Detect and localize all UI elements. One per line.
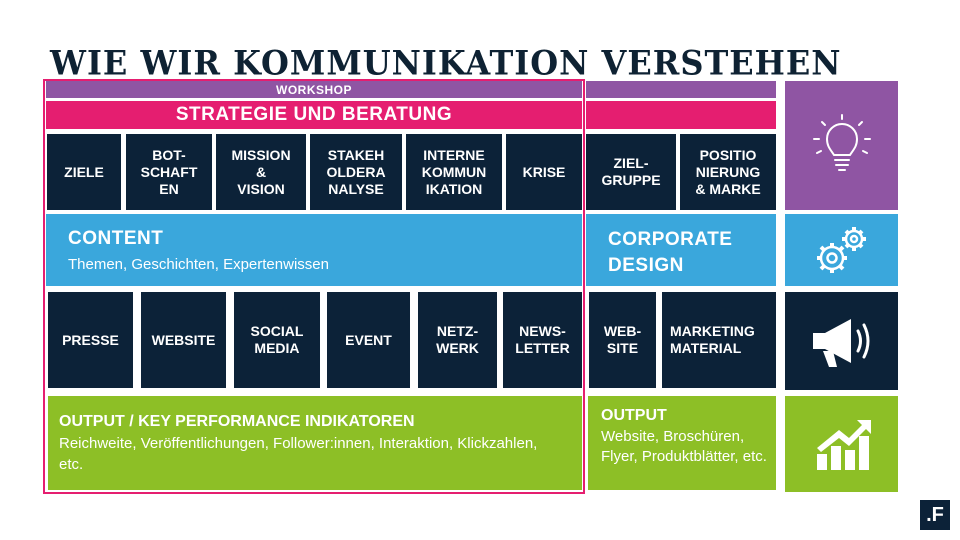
megaphone-icon (812, 319, 869, 367)
channel-label: NETZ- WERK (436, 323, 479, 356)
channel-label: EVENT (345, 331, 392, 348)
output-kpi-text: Reichweite, Veröffentlichungen, Follower… (59, 435, 538, 473)
strategy-item-label: MISSION & VISION (231, 146, 291, 197)
corporate-design-title: CORPORATE DESIGN (608, 229, 733, 276)
strategy-item-krise: KRISE (506, 134, 582, 210)
channel-label: WEBSITE (151, 331, 216, 348)
strategy-bar-right (586, 101, 776, 129)
channel-netzwerk: NETZ- WERK (418, 292, 497, 388)
content-title: CONTENT (68, 228, 164, 249)
output-right-text: Website, Broschüren, Flyer, Produktblätt… (601, 428, 767, 465)
strategy-item-label: STAKEH OLDERA NALYSE (326, 146, 386, 197)
workshop-bar-right (586, 81, 776, 98)
strategy-item-label: INTERNE KOMMUN IKATION (421, 146, 487, 197)
strategy-item-mission-vision: MISSION & VISION (216, 134, 306, 210)
content-subtitle: Themen, Geschichten, Expertenwissen (68, 256, 329, 273)
workshop-bar: WORKSHOP (46, 81, 582, 98)
lightbulb-icon (812, 113, 871, 171)
strategy-item-interne-kommunikation: INTERNE KOMMUN IKATION (406, 134, 502, 210)
strategy-item-ziele: ZIELE (47, 134, 121, 210)
channel-label: NEWS- LETTER (515, 323, 570, 356)
output-right-title: OUTPUT (601, 407, 667, 424)
growth-chart-icon (816, 420, 871, 470)
strategy-item-label: BOT- SCHAFT EN (140, 146, 198, 197)
gears-icon (816, 227, 866, 273)
channel-newsletter: NEWS- LETTER (503, 292, 582, 388)
channel-label: SOCIAL MEDIA (250, 323, 304, 356)
growth-tile (785, 396, 898, 492)
gears-tile (785, 214, 898, 286)
strategy-item-stakeholderanalyse: STAKEH OLDERA NALYSE (310, 134, 402, 210)
channel-marketing-material: MARKETING MATERIAL (662, 292, 776, 388)
page-title: WIE WIR KOMMUNIKATION VERSTEHEN (50, 43, 842, 83)
strategy-item-zielgruppe: ZIEL- GRUPPE (586, 134, 676, 210)
workshop-label: WORKSHOP (276, 82, 352, 97)
megaphone-tile (785, 292, 898, 390)
corporate-design-bar: CORPORATE DESIGN (586, 214, 776, 286)
workshop-frame (43, 79, 585, 494)
strategy-item-positionierung: POSITIO NIERUNG & MARKE (680, 134, 776, 210)
lightbulb-tile (785, 81, 898, 210)
channel-web-site: WEB- SITE (589, 292, 656, 388)
output-kpi-box: OUTPUT / KEY PERFORMANCE INDIKATOREN Rei… (48, 396, 582, 490)
strategy-item-label: ZIELE (64, 163, 104, 180)
output-kpi-title: OUTPUT / KEY PERFORMANCE INDIKATOREN (59, 413, 415, 430)
strategy-label: STRATEGIE UND BERATUNG (175, 104, 453, 125)
strategy-item-label: KRISE (522, 163, 566, 180)
channel-label: MARKETING MATERIAL (670, 323, 755, 356)
output-right-box: OUTPUT Website, Broschüren, Flyer, Produ… (588, 396, 776, 490)
channel-label: PRESSE (62, 331, 119, 348)
strategy-item-label: ZIEL- GRUPPE (601, 155, 661, 188)
channel-event: EVENT (327, 292, 410, 388)
channel-presse: PRESSE (48, 292, 133, 388)
brand-logo: .F (920, 500, 950, 530)
channel-label: WEB- SITE (603, 323, 642, 356)
strategy-item-label: POSITIO NIERUNG & MARKE (695, 146, 761, 197)
content-bar: CONTENT Themen, Geschichten, Expertenwis… (46, 214, 582, 286)
strategy-bar: STRATEGIE UND BERATUNG (46, 101, 582, 129)
channel-website: WEBSITE (141, 292, 226, 388)
channel-social-media: SOCIAL MEDIA (234, 292, 320, 388)
strategy-item-botschaften: BOT- SCHAFT EN (126, 134, 212, 210)
